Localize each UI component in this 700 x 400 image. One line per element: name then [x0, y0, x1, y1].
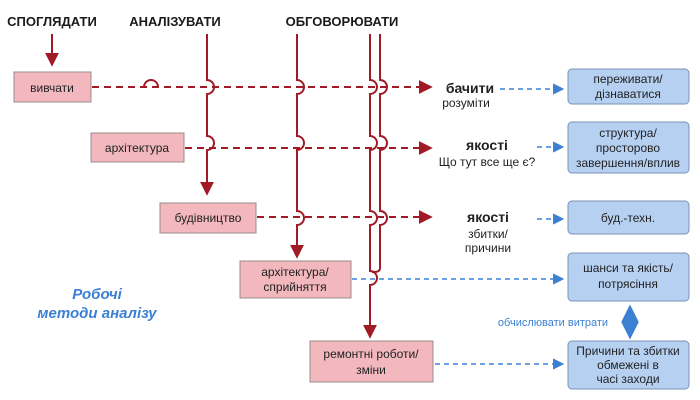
result-box-causes: Причини та збитки обмежені в часі заходи	[567, 340, 690, 390]
cost-label: обчислювати витрати	[498, 317, 608, 329]
stage-label: будівництво	[175, 211, 242, 225]
result-box-building-tech: буд.-техн.	[567, 200, 690, 235]
header-analyze: АНАЛІЗУВАТИ	[129, 14, 221, 29]
stage-label-2: зміни	[356, 363, 386, 377]
result-line-3: завершення/вплив	[576, 156, 680, 170]
analyze-line-a	[200, 34, 215, 196]
middle-sub-3b: причини	[465, 241, 511, 255]
result-box-structure: структура/ просторово завершення/вплив	[567, 121, 690, 174]
stage-label: вивчати	[30, 81, 74, 95]
result-line-1: Причини та збитки	[576, 344, 679, 358]
result-line-3: часі заходи	[596, 372, 659, 386]
header-observe: СПОГЛЯДАТИ	[7, 14, 97, 29]
side-title-line-2: методи аналізу	[37, 305, 157, 322]
middle-sub-1: розуміти	[442, 96, 490, 110]
analyze-line-b	[290, 34, 305, 259]
stage-label-2: сприйняття	[263, 280, 326, 294]
result-box-chances: шанси та якість/ потрясіння	[567, 252, 690, 302]
stage-box-perception: архітектура/ сприйняття	[239, 260, 352, 299]
result-line-2: обмежені в	[597, 358, 659, 372]
row1-crossing-1	[143, 79, 159, 88]
result-box-experience: переживати/ дізнаватися	[567, 68, 690, 105]
result-line-1: переживати/	[593, 72, 663, 86]
discuss-line-a	[363, 34, 378, 339]
stage-label: ремонтні роботи/	[323, 347, 419, 361]
result-line-2: дізнаватися	[595, 87, 661, 101]
stage-box-construction: будівництво	[159, 202, 257, 234]
result-line-2: просторово	[596, 141, 660, 155]
header-discuss: ОБГОВОРЮВАТИ	[286, 14, 399, 29]
result-line-1: шанси та якість/	[583, 261, 673, 275]
middle-strong-2: якості	[466, 137, 508, 153]
side-title-line-1: Робочі	[72, 286, 122, 303]
result-line-1: структура/	[599, 126, 657, 140]
result-line-1: буд.-техн.	[601, 211, 655, 225]
stage-box-repairs: ремонтні роботи/ зміни	[309, 340, 434, 383]
middle-sub-2: Що тут все ще є?	[439, 155, 536, 169]
middle-strong-3: якості	[467, 209, 509, 225]
middle-strong-1: бачити	[446, 80, 494, 96]
middle-sub-3: збитки/	[468, 227, 508, 241]
discuss-line-b	[379, 34, 388, 268]
discuss-line-b-curve	[371, 267, 381, 273]
stage-box-study: вивчати	[13, 71, 92, 103]
stage-label: архітектура/	[261, 265, 329, 279]
stage-box-architecture: архітектура	[90, 132, 185, 163]
result-line-2: потрясіння	[598, 277, 658, 291]
stage-label: архітектура	[105, 141, 169, 155]
